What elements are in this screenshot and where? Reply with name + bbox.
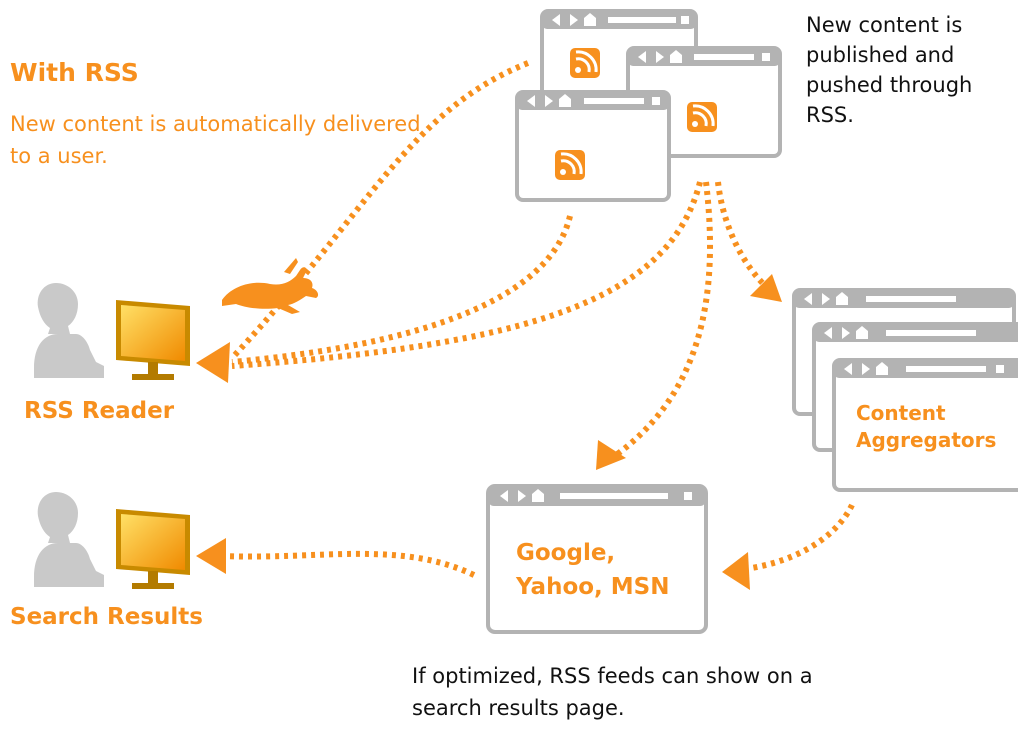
arrow-to-search (604, 181, 713, 465)
person-icon (34, 283, 104, 378)
arrow-heads (196, 274, 782, 590)
arrow-aggregators-to-search (735, 503, 855, 573)
rss-icon (687, 102, 717, 132)
search-results-user (34, 492, 190, 589)
monitor-icon (116, 509, 190, 589)
rss-icon (570, 48, 600, 78)
browser-window-icon (515, 90, 671, 202)
aggregators-window (832, 358, 1018, 492)
search-engines-label-line1: Google, (516, 540, 615, 566)
search-engines-window (486, 484, 708, 634)
arrow-to-aggregators (715, 181, 774, 295)
rss-reader-label: RSS Reader (24, 398, 175, 424)
arrow-window-to-reader-1 (229, 60, 530, 361)
publish-note: New content is published and pushed thro… (806, 13, 973, 127)
person-icon (34, 492, 104, 587)
search-note: If optimized, RSS feeds can show on a se… (412, 664, 813, 720)
page-subtitle: New content is automatically delivered t… (10, 112, 421, 168)
search-engines-label-line2: Yahoo, MSN (515, 574, 670, 600)
aggregators-label-line1: Content (856, 401, 946, 425)
monitor-icon (116, 300, 190, 380)
aggregators-label-line2: Aggregators (856, 428, 996, 452)
arrow-search-to-results (221, 550, 476, 578)
search-results-label: Search Results (10, 604, 203, 630)
page-title: With RSS (10, 58, 139, 87)
rss-reader-user (34, 283, 190, 380)
rss-icon (555, 150, 585, 180)
rabbit-icon (222, 258, 319, 314)
